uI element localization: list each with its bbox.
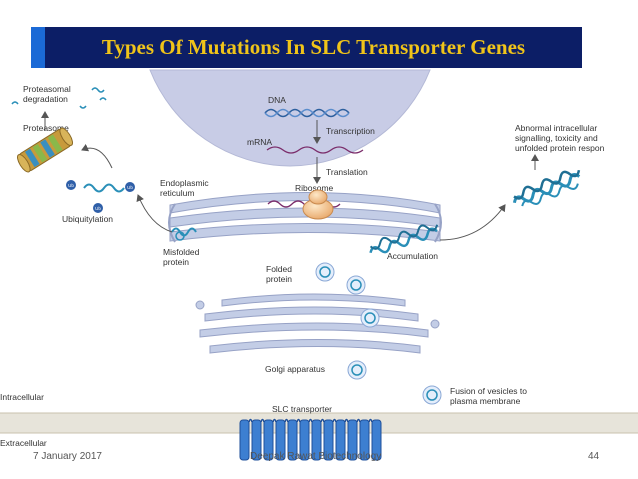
peptide-fragments [11,87,107,109]
ubiquitylated-protein [66,180,135,213]
proteasomal-label-line2: degradation [23,94,68,104]
proteasome-label: Proteasome [23,123,69,133]
misfolded-protein [171,227,197,241]
misfolded-label-line1: Misfolded [163,247,200,257]
dna-helix [264,108,350,118]
proteasomal-label-line1: Proteasomal [23,84,71,94]
folded-protein-vesicle [315,262,335,282]
ribosome-label: Ribosome [295,183,334,193]
extracellular-label: Extracellular [0,438,47,448]
slide-title-bar: Types Of Mutations In SLC Transporter Ge… [31,27,582,68]
page-number: 44 [588,451,600,462]
folded-label-line1: Folded [266,264,292,274]
mrna-strand [266,146,364,154]
folded-protein-vesicle [346,275,366,295]
slide-title: Types Of Mutations In SLC Transporter Ge… [101,35,526,59]
translation-label: Translation [326,167,368,177]
nucleus [149,69,431,167]
intracellular-label: Intracellular [0,392,44,402]
er-label-line2: reticulum [160,188,194,198]
endoplasmic-reticulum [168,192,442,243]
aggregation-arrow [439,204,506,241]
mrna-label: mRNA [247,137,272,147]
er-label-line1: Endoplasmic [160,178,209,188]
folded-protein-vesicle [347,360,367,380]
fusion-label-line1: Fusion of vesicles to [450,386,527,396]
slc-transporter-label: SLC transporter [272,404,332,414]
folded-protein-vesicle [360,308,380,328]
ubiquitin-tag: Ub [95,206,101,211]
dna-label: DNA [268,95,286,105]
protein-aggregate [512,169,581,207]
proteasome [17,127,73,173]
fusion-label-line2: plasma membrane [450,396,521,406]
abnormal-label-line1: Abnormal intracellular [515,123,597,133]
folded-label-line2: protein [266,274,292,284]
ubiquitin-tag: Ub [68,183,74,188]
abnormal-label-line2: signalling, toxicity and [515,133,598,143]
abnormal-label-line3: unfolded protein respon [515,143,605,153]
transcription-label: Transcription [326,126,375,136]
ubiquitin-tag: Ub [127,185,133,190]
misfolded-label-line2: protein [163,257,189,267]
protein-accumulation [369,224,439,254]
folded-protein-vesicle [422,385,442,405]
footer-author: Deepak Rawat Biotechnology [250,451,382,462]
ubiquitylation-label: Ubiquitylation [62,214,113,224]
to-ubiquitylation-arrow [136,194,173,233]
footer-date: 7 January 2017 [33,451,102,462]
slc-transporter [239,418,382,461]
golgi-label: Golgi apparatus [265,364,325,374]
accumulation-label: Accumulation [387,251,438,261]
golgi-apparatus [195,293,440,354]
to-proteasome-arrow [81,143,113,169]
